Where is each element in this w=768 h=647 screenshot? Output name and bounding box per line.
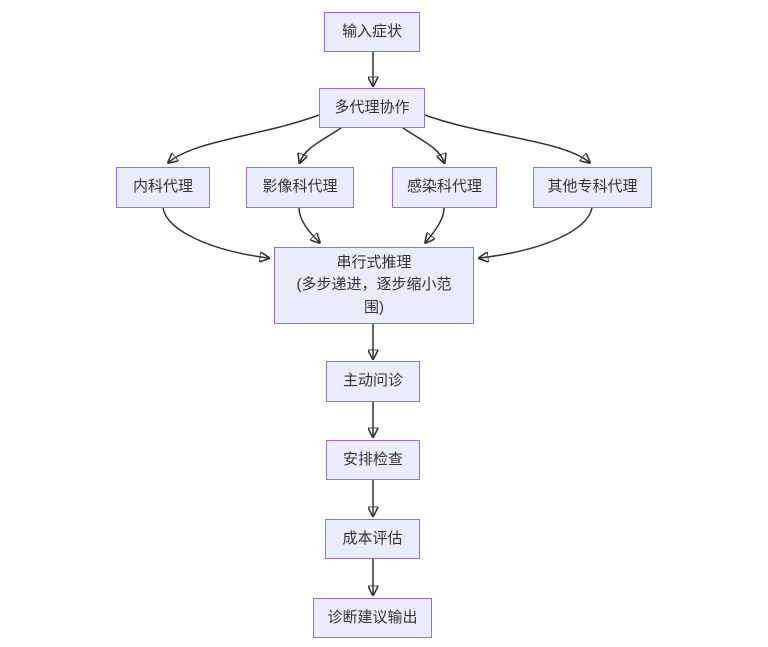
edge-collab-to-infection	[402, 127, 444, 162]
node-cost-evaluation-label: 成本评估	[342, 529, 403, 547]
node-serial-reasoning: 串行式推理 (多步递进，逐步缩小范 围)	[274, 247, 474, 324]
node-arrange-tests: 安排检查	[326, 440, 420, 480]
node-imaging-agent: 影像科代理	[246, 167, 354, 208]
node-other-specialty-agent-label: 其他专科代理	[547, 178, 638, 196]
node-serial-reasoning-line1: 串行式推理	[336, 253, 412, 271]
node-diagnosis-output: 诊断建议输出	[313, 598, 432, 638]
node-multi-agent-collab: 多代理协作	[319, 88, 425, 128]
node-active-inquiry: 主动问诊	[326, 361, 420, 402]
node-other-specialty-agent: 其他专科代理	[533, 167, 652, 208]
node-infection-agent: 感染科代理	[392, 167, 497, 208]
edge-other-to-serial	[480, 207, 593, 258]
node-multi-agent-collab-label: 多代理协作	[334, 98, 410, 116]
edge-collab-to-imaging	[300, 127, 342, 162]
node-imaging-agent-label: 影像科代理	[262, 178, 338, 196]
node-active-inquiry-label: 主动问诊	[342, 372, 403, 390]
node-arrange-tests-label: 安排检查	[342, 450, 403, 468]
edge-infection-to-serial	[426, 207, 445, 242]
edge-collab-to-other	[424, 114, 589, 162]
edge-imaging-to-serial	[298, 207, 319, 242]
edge-internal-to-serial	[162, 207, 268, 258]
node-input-symptoms-label: 输入症状	[341, 22, 402, 40]
node-serial-reasoning-line3: 围)	[364, 298, 384, 316]
edge-collab-to-internal	[169, 114, 320, 162]
node-cost-evaluation: 成本评估	[325, 519, 420, 559]
node-diagnosis-output-label: 诊断建议输出	[327, 608, 418, 626]
node-internal-medicine-agent: 内科代理	[116, 167, 210, 208]
node-serial-reasoning-line2: (多步递进，逐步缩小范	[296, 276, 452, 294]
node-input-symptoms: 输入症状	[324, 12, 420, 52]
node-infection-agent-label: 感染科代理	[406, 178, 482, 196]
node-internal-medicine-agent-label: 内科代理	[132, 178, 193, 196]
